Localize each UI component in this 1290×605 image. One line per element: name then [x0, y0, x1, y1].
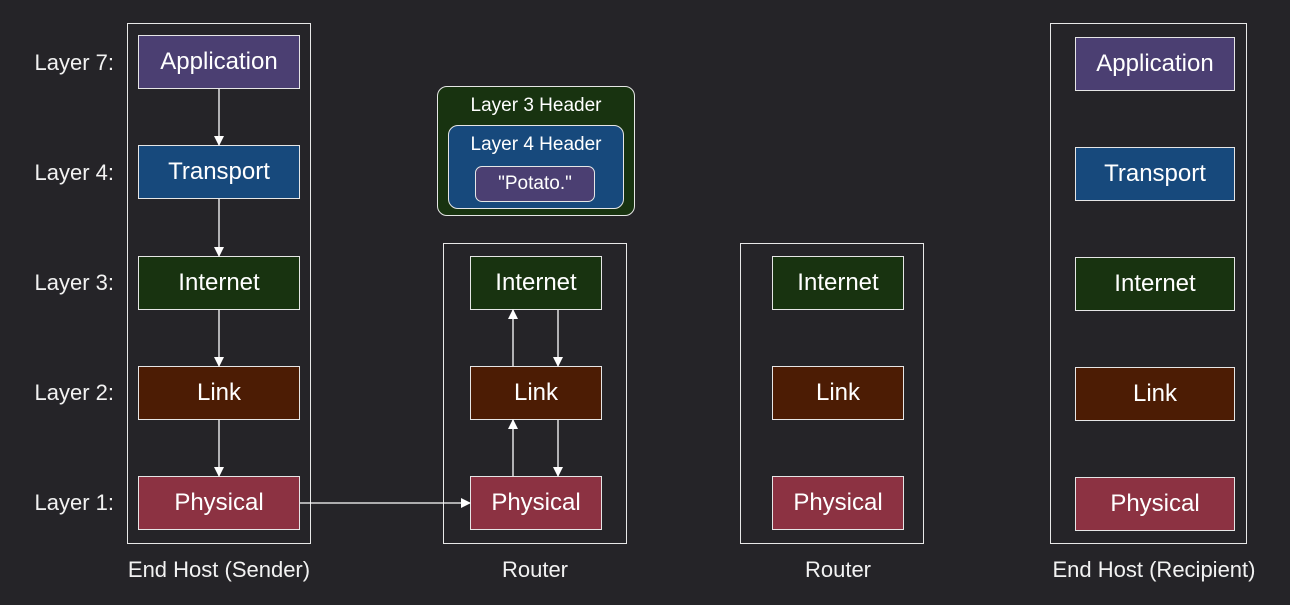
- layer-1-label: Layer 1:: [34, 490, 115, 515]
- recipient-physical-box: Physical: [1075, 477, 1235, 531]
- recipient-host-frame: [1050, 23, 1247, 544]
- layer-2-label: Layer 2:: [34, 380, 115, 405]
- router-1-internet-box: Internet: [470, 256, 602, 310]
- router-2-internet-box: Internet: [772, 256, 904, 310]
- router-1-physical-box: Physical: [470, 476, 602, 530]
- sender-caption: End Host (Sender): [127, 557, 311, 582]
- router-2-frame: [740, 243, 924, 544]
- sender-physical-box: Physical: [138, 476, 300, 530]
- router-1-caption: Router: [501, 557, 569, 582]
- recipient-application-box: Application: [1075, 37, 1235, 91]
- router-2-physical-box: Physical: [772, 476, 904, 530]
- sender-internet-box: Internet: [138, 256, 300, 310]
- recipient-internet-box: Internet: [1075, 257, 1235, 311]
- recipient-link-box: Link: [1075, 367, 1235, 421]
- sender-link-box: Link: [138, 366, 300, 420]
- layer-3-header-label: Layer 3 Header: [470, 95, 602, 116]
- layer-3-label: Layer 3:: [34, 270, 115, 295]
- payload-box: "Potato.": [475, 166, 595, 202]
- recipient-transport-box: Transport: [1075, 147, 1235, 201]
- layer-3-packet: Layer 3 Header Layer 4 Header "Potato.": [437, 86, 635, 216]
- sender-host-frame: [127, 23, 311, 544]
- router-2-link-box: Link: [772, 366, 904, 420]
- recipient-caption: End Host (Recipient): [1052, 557, 1256, 582]
- layer-4-header-label: Layer 4 Header: [470, 134, 602, 155]
- router-2-caption: Router: [804, 557, 872, 582]
- layer-7-label: Layer 7:: [34, 50, 115, 75]
- router-1-frame: [443, 243, 627, 544]
- router-1-link-box: Link: [470, 366, 602, 420]
- sender-application-box: Application: [138, 35, 300, 89]
- layer-4-label: Layer 4:: [34, 160, 115, 185]
- layer-4-segment: Layer 4 Header "Potato.": [448, 125, 624, 209]
- sender-transport-box: Transport: [138, 145, 300, 199]
